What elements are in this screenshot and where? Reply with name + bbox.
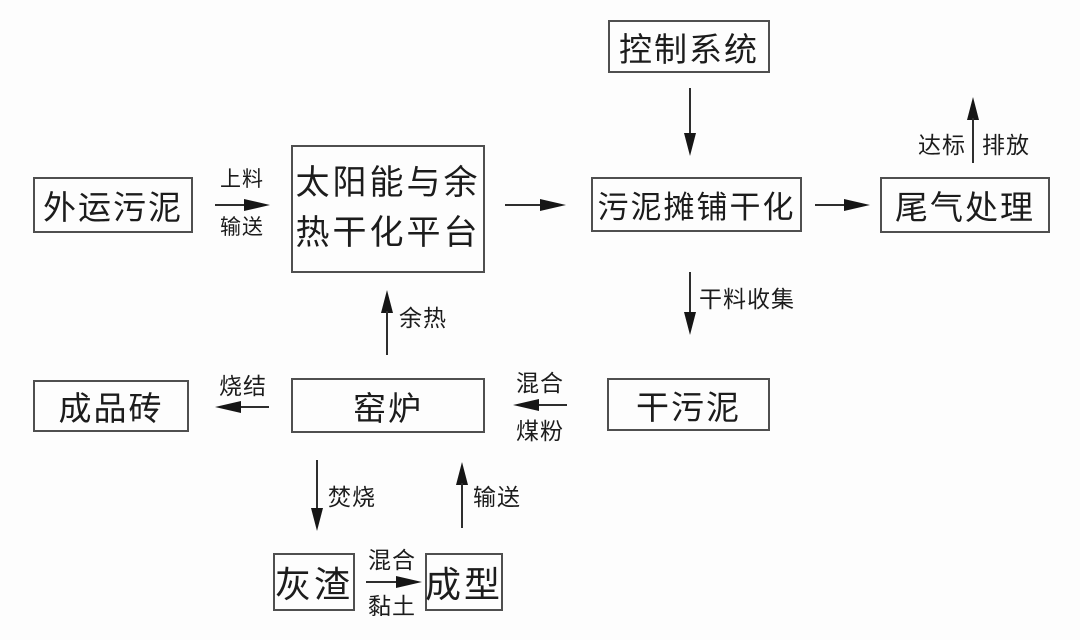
waste-heat-label: 余热 bbox=[399, 306, 447, 331]
node-finished-brick: 成品砖 bbox=[33, 380, 189, 432]
spreading-to-tailgas-arrow-head-icon bbox=[844, 199, 870, 211]
discharge-arrow-head-icon bbox=[967, 97, 979, 120]
solar-to-spreading-arrow-line bbox=[505, 204, 541, 206]
coal-mix-label-bottom: 煤粉 bbox=[516, 419, 564, 444]
clay-mix-label-bottom: 黏土 bbox=[368, 594, 416, 619]
node-solar-platform-line1: 太阳能与余 bbox=[295, 165, 481, 202]
control-arrow-head-icon bbox=[684, 133, 696, 156]
dry-collect-label: 干料收集 bbox=[699, 287, 795, 312]
node-kiln: 窑炉 bbox=[291, 378, 485, 433]
convey-label: 输送 bbox=[473, 485, 521, 510]
convey-arrow-line bbox=[461, 483, 463, 528]
sinter-arrow-head-icon bbox=[215, 401, 241, 413]
node-sludge-spreading: 污泥摊铺干化 bbox=[591, 177, 802, 232]
incinerate-label: 焚烧 bbox=[328, 485, 376, 510]
coal-mix-arrow-head-icon bbox=[513, 399, 539, 411]
solar-to-spreading-arrow-head-icon bbox=[540, 199, 566, 211]
convey-arrow-head-icon bbox=[456, 462, 468, 485]
waste-heat-arrow-head-icon bbox=[381, 290, 393, 313]
clay-mix-arrow-line bbox=[366, 581, 398, 583]
coal-mix-label-top: 混合 bbox=[516, 371, 564, 396]
discharge-arrow-line bbox=[972, 118, 974, 163]
dry-collect-arrow-line bbox=[689, 272, 691, 312]
node-molding: 成型 bbox=[425, 553, 503, 611]
node-solar-platform-line2: 热干化平台 bbox=[295, 215, 481, 252]
sinter-label: 烧结 bbox=[219, 374, 267, 399]
feed-label-bottom: 输送 bbox=[220, 215, 264, 239]
node-control-system: 控制系统 bbox=[608, 20, 770, 73]
clay-mix-arrow-head-icon bbox=[396, 576, 422, 588]
control-arrow-line bbox=[689, 88, 691, 133]
node-tail-gas-treatment: 尾气处理 bbox=[880, 177, 1050, 233]
dry-collect-arrow-head-icon bbox=[684, 312, 696, 335]
node-solar-platform: 太阳能与余 热干化平台 bbox=[291, 145, 485, 273]
feed-label-top: 上料 bbox=[220, 167, 264, 191]
waste-heat-arrow-line bbox=[386, 311, 388, 355]
feed-arrow-head-icon bbox=[244, 199, 270, 211]
incinerate-arrow-line bbox=[316, 460, 318, 508]
spreading-to-tailgas-arrow-line bbox=[815, 204, 845, 206]
coal-mix-arrow-line bbox=[539, 404, 567, 406]
sinter-arrow-line bbox=[241, 406, 269, 408]
discharge-label-left: 达标 bbox=[918, 133, 966, 158]
node-dry-sludge: 干污泥 bbox=[607, 378, 770, 431]
node-external-sludge: 外运污泥 bbox=[33, 177, 193, 233]
feed-arrow-line bbox=[215, 204, 245, 206]
node-ash-residue: 灰渣 bbox=[273, 553, 355, 611]
discharge-label-right: 排放 bbox=[982, 133, 1030, 158]
clay-mix-label-top: 混合 bbox=[368, 548, 416, 573]
incinerate-arrow-head-icon bbox=[311, 508, 323, 531]
